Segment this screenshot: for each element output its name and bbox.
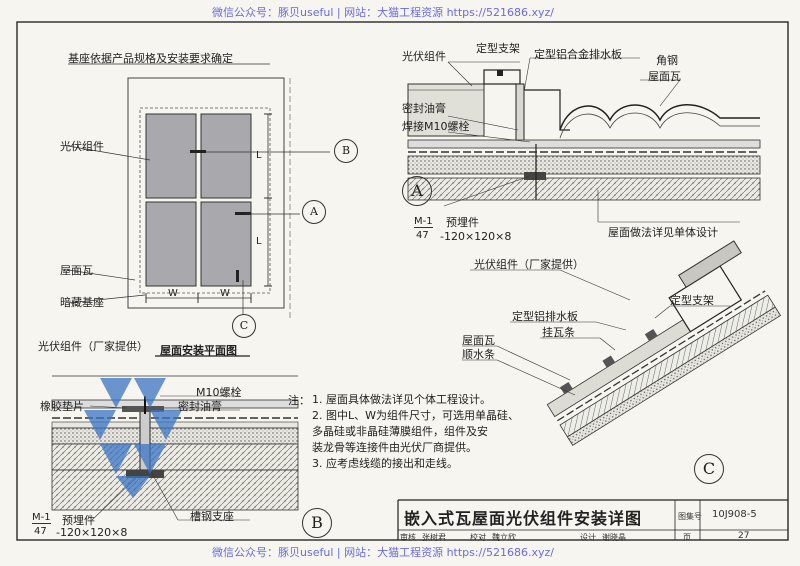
atlas-label: 图集号 bbox=[678, 512, 702, 521]
plan-pv-module-label: 光伏组件 bbox=[60, 140, 104, 153]
note-item: 2. 图中L、W为组件尺寸，可选用单晶硅、 bbox=[312, 409, 519, 422]
plan-section-marker-a: A bbox=[302, 200, 326, 224]
plan-caption: 屋面安装平面图 bbox=[160, 344, 237, 357]
plan-section-marker-b: B bbox=[334, 139, 358, 163]
c-roof-tile-label: 屋面瓦 bbox=[462, 334, 495, 347]
b-embed-size: -120×120×8 bbox=[56, 526, 128, 539]
b-rubber-pad-label: 橡胶垫片 bbox=[40, 400, 84, 413]
tb-check-name: 魏立欣 bbox=[492, 533, 516, 542]
note-item: 多晶硅或非晶硅薄膜组件，组件及安 bbox=[312, 425, 488, 438]
c-bracket-label: 定型支架 bbox=[670, 294, 714, 307]
b-channel-support-label: 槽钢支座 bbox=[190, 510, 234, 523]
a-roof-note: 屋面做法详见单体设计 bbox=[608, 226, 718, 239]
watermark-bottom: 微信公众号：豚贝useful | 网站：大猫工程资源 https://52168… bbox=[212, 546, 554, 559]
b-embed-ref-bottom: 47 bbox=[34, 526, 47, 537]
plan-base-note: 基座依据产品规格及安装要求确定 bbox=[68, 52, 233, 65]
c-gutter-label: 定型铝排水板 bbox=[512, 310, 578, 323]
notes-label: 注： bbox=[288, 394, 310, 407]
sheet-border bbox=[16, 21, 789, 541]
page-number: 27 bbox=[738, 531, 750, 541]
sheet-title: 嵌入式瓦屋面光伏组件安装详图 bbox=[404, 509, 643, 528]
title-block-frame bbox=[397, 499, 788, 540]
tb-check-label: 校对 bbox=[470, 533, 486, 542]
a-sealant-label: 密封油膏 bbox=[402, 102, 446, 115]
a-embed-ref-bottom: 47 bbox=[416, 230, 429, 241]
page-label: 页 bbox=[683, 533, 691, 542]
a-gutter-label: 定型铝合金排水板 bbox=[534, 48, 622, 61]
a-embed-name: 预埋件 bbox=[446, 216, 479, 229]
notes-list: 1. 屋面具体做法详见个体工程设计。 2. 图中L、W为组件尺寸，可选用单晶硅、… bbox=[312, 392, 519, 472]
a-embed-size: -120×120×8 bbox=[440, 230, 512, 243]
atlas-number: 10J908-5 bbox=[712, 509, 757, 520]
a-roof-tile-label: 屋面瓦 bbox=[648, 70, 681, 83]
a-bracket-label: 定型支架 bbox=[476, 42, 520, 55]
b-embed-ref-top: M-1 bbox=[32, 512, 51, 524]
detail-b-circle: B bbox=[302, 508, 332, 538]
note-item: 1. 屋面具体做法详见个体工程设计。 bbox=[312, 393, 491, 406]
watermark-top: 微信公众号：豚贝useful | 网站：大猫工程资源 https://52168… bbox=[212, 6, 554, 19]
tb-design-label: 设计 bbox=[580, 533, 596, 542]
a-bolt-label: 焊接M10螺栓 bbox=[402, 120, 470, 133]
b-bolt-label: M10螺栓 bbox=[196, 386, 242, 399]
watermark-logo bbox=[84, 378, 182, 498]
c-counter-batten-label: 顺水条 bbox=[462, 348, 495, 361]
a-embed-ref-top: M-1 bbox=[414, 216, 433, 228]
plan-dim-l-1: L bbox=[256, 150, 262, 161]
tb-design-name: 谢晓晶 bbox=[602, 533, 626, 542]
plan-pv-supplier-label: 光伏组件（厂家提供） bbox=[38, 340, 148, 353]
tb-review-label: 审核 bbox=[400, 533, 416, 542]
c-batten-label: 挂瓦条 bbox=[542, 326, 575, 339]
b-sealant-label: 密封油膏 bbox=[178, 400, 222, 413]
detail-c-section bbox=[462, 240, 782, 446]
tb-review-name: 张树君 bbox=[422, 533, 446, 542]
note-item: 3. 应考虑线缆的接出和走线。 bbox=[312, 457, 458, 470]
c-pv-module-label: 光伏组件（厂家提供） bbox=[474, 258, 584, 271]
plan-dim-w-1: W bbox=[168, 288, 178, 299]
plan-section-marker-c: C bbox=[232, 314, 256, 338]
plan-dim-w-2: W bbox=[220, 288, 230, 299]
note-item: 装龙骨等连接件由光伏厂商提供。 bbox=[312, 441, 477, 454]
plan-view bbox=[67, 63, 330, 357]
plan-dim-l-2: L bbox=[256, 236, 262, 247]
a-angle-steel-label: 角钢 bbox=[656, 54, 678, 67]
detail-a-section bbox=[407, 57, 761, 223]
detail-b-section bbox=[51, 375, 299, 521]
a-pv-module-label: 光伏组件 bbox=[402, 50, 446, 63]
plan-roof-tile-label: 屋面瓦 bbox=[60, 264, 93, 277]
plan-hidden-base-label: 暗藏基座 bbox=[60, 296, 104, 309]
detail-a-circle: A bbox=[402, 176, 432, 206]
detail-c-circle: C bbox=[694, 454, 724, 484]
b-embed-name: 预埋件 bbox=[62, 514, 95, 527]
